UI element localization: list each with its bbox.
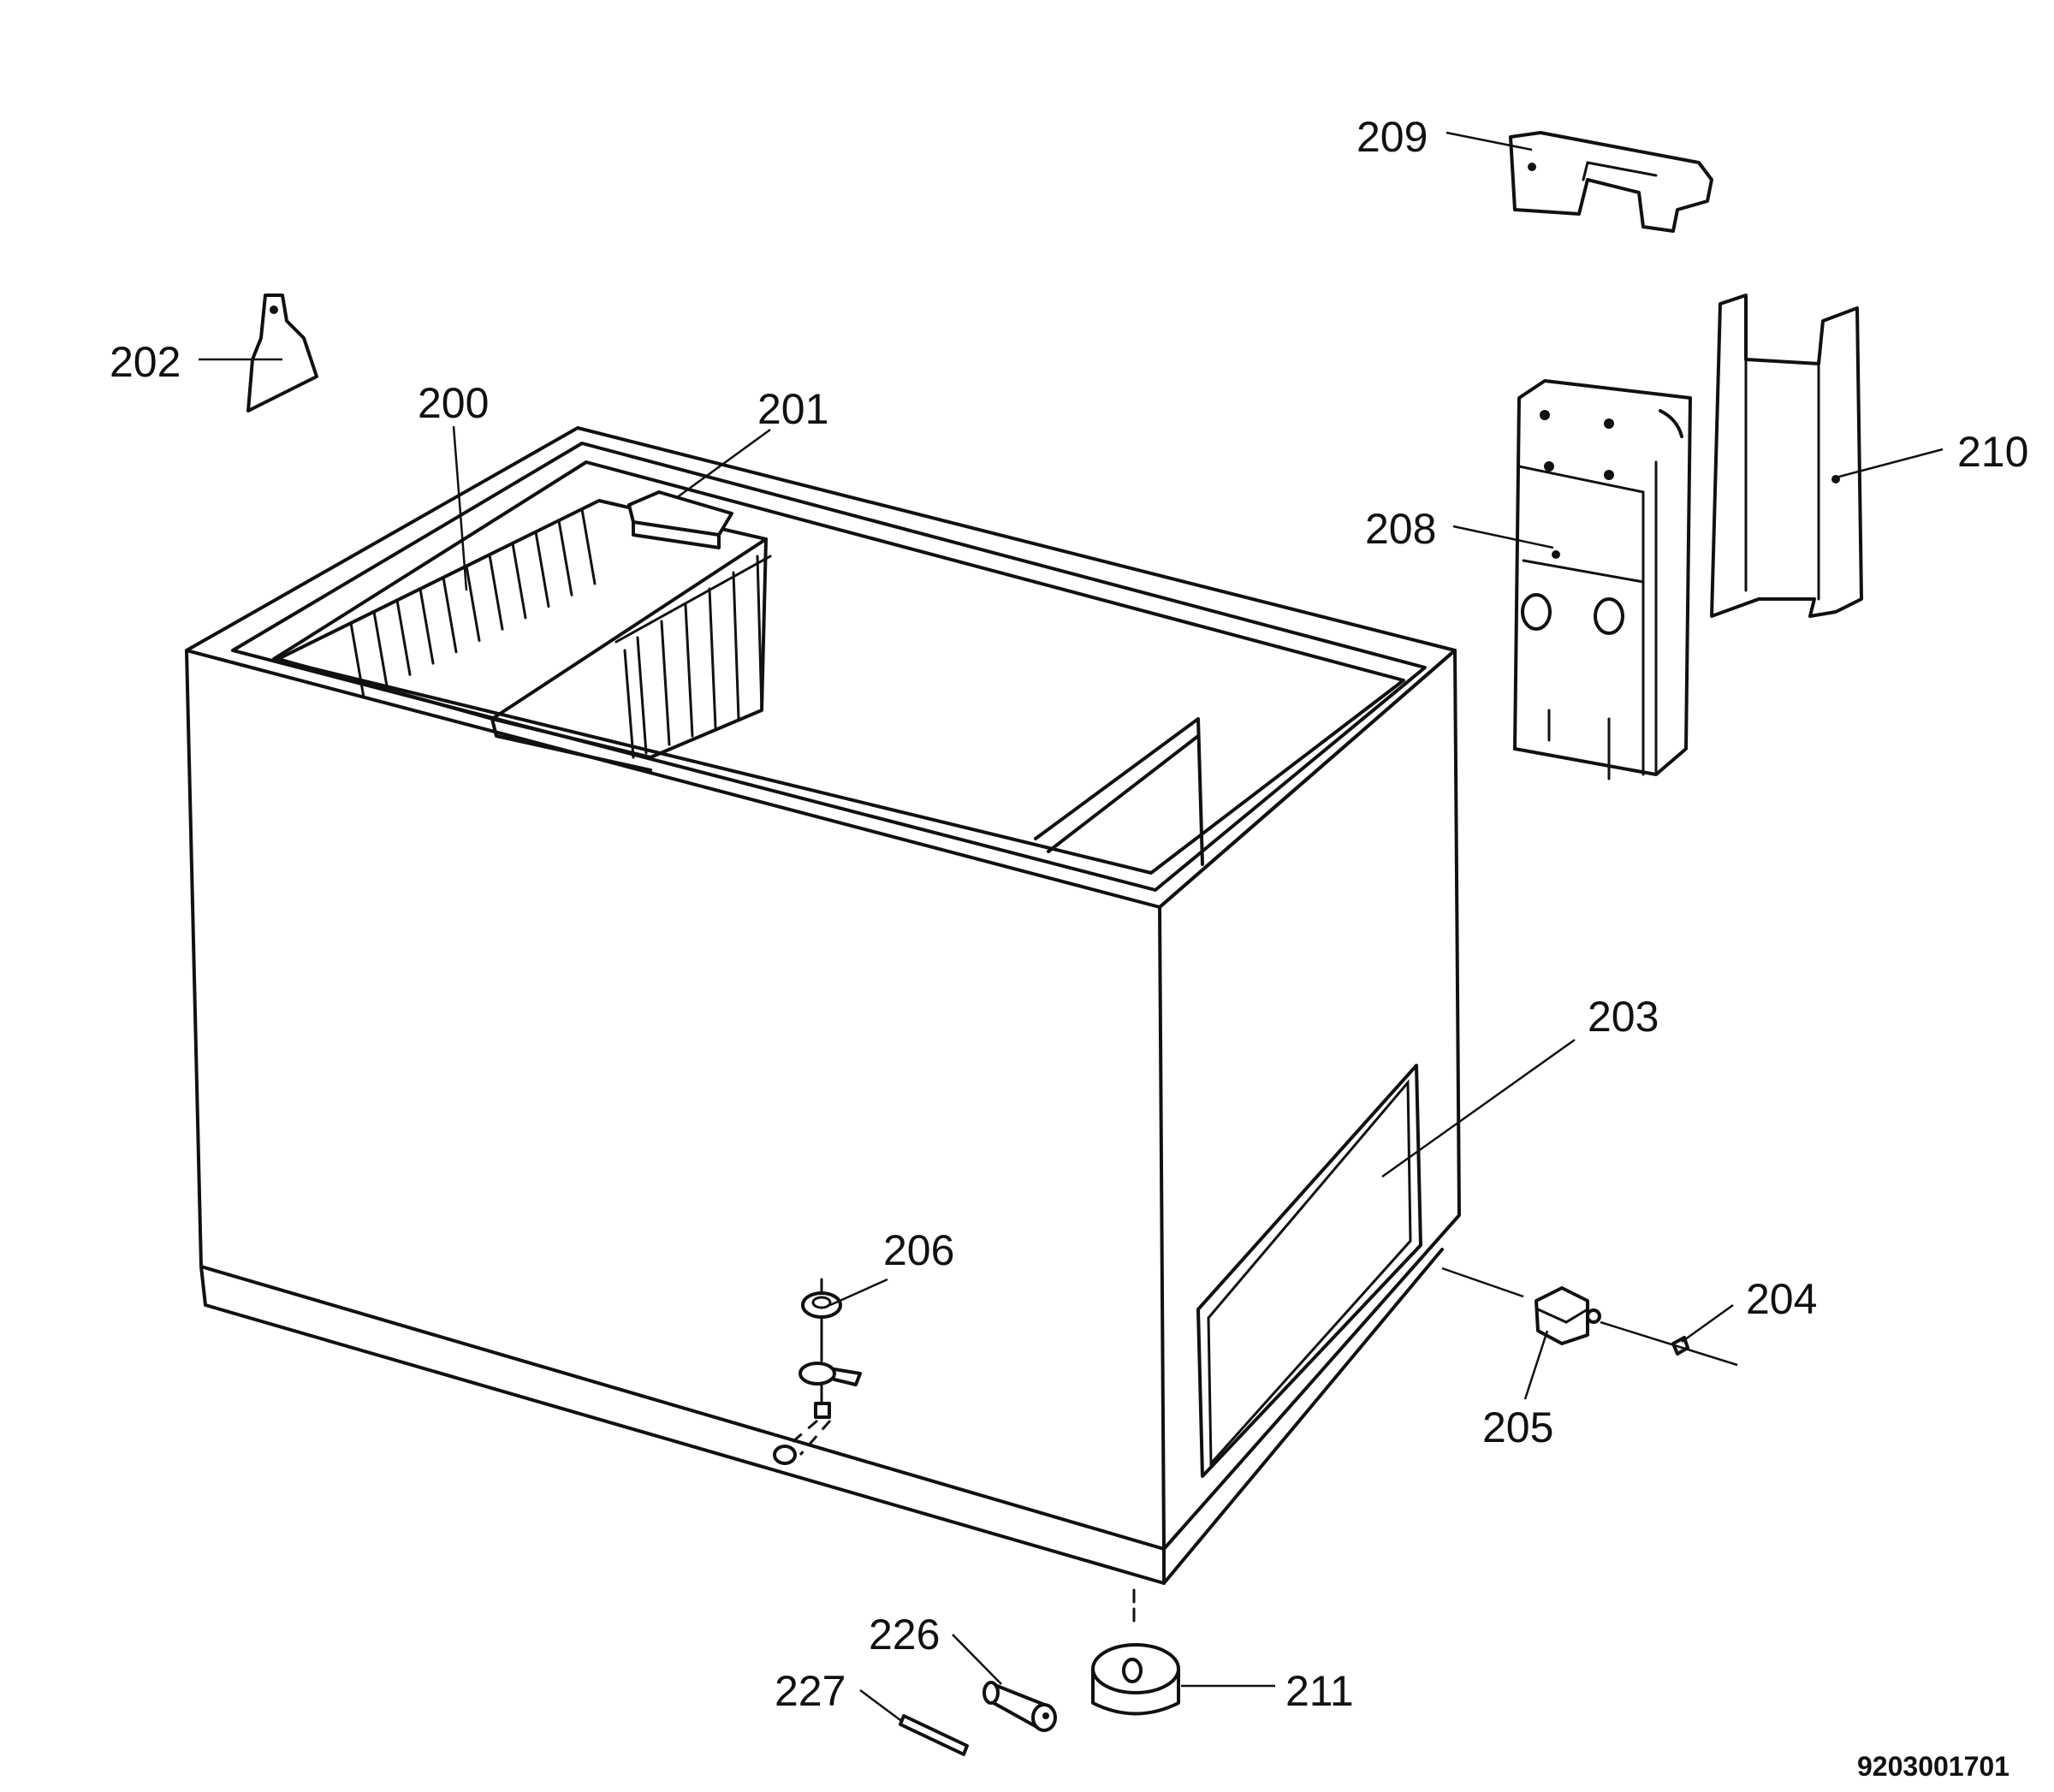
label-209: 209 (1356, 113, 1428, 161)
label-205: 205 (1482, 1403, 1553, 1451)
bracket-202 (246, 294, 318, 412)
basket-wire (636, 636, 648, 755)
label-200: 200 (418, 379, 489, 427)
label-208: 208 (1365, 505, 1436, 553)
basket-wire (442, 576, 458, 654)
label-210: 210 (1957, 428, 2028, 476)
roller-226 (982, 1681, 1057, 1732)
basket-200 (276, 499, 772, 772)
basket-wire (419, 587, 435, 665)
basket-wire (732, 571, 740, 721)
basket-wire (580, 507, 597, 585)
label-203: 203 (1588, 993, 1659, 1041)
document-number: 9203001701 (1857, 1751, 2009, 1782)
basket-wire (708, 587, 717, 729)
basket-wire (511, 542, 527, 620)
screw-204 (1671, 1336, 1689, 1356)
channel-210 (1710, 294, 1863, 618)
basket-wire (465, 565, 481, 642)
label-204: 204 (1746, 1275, 1817, 1323)
part-labels: 209 202 200 201 210 208 203 206 204 205 … (110, 113, 2028, 1782)
foot-211 (1091, 1588, 1180, 1716)
leader-lines (199, 131, 1944, 1722)
basket-wire (756, 555, 763, 712)
label-211: 211 (1285, 1667, 1354, 1715)
handle-201 (627, 490, 733, 549)
housing-208 (1513, 379, 1692, 780)
label-206: 206 (883, 1226, 954, 1274)
basket-wire (488, 553, 504, 631)
basket-wire (395, 598, 412, 676)
basket-wire (557, 519, 573, 596)
basket-wire (660, 620, 671, 746)
drain-plug-206 (773, 1278, 862, 1465)
cover-209 (1509, 131, 1713, 233)
label-202: 202 (110, 338, 181, 386)
pin-227 (899, 1714, 969, 1756)
label-201: 201 (757, 385, 828, 433)
label-226: 226 (869, 1611, 940, 1658)
freezer-cabinet (185, 426, 1461, 1585)
axis-line-205-204 (1441, 1267, 1738, 1367)
basket-wire (534, 531, 550, 608)
label-227: 227 (775, 1667, 846, 1715)
basket-wire (372, 610, 389, 688)
basket-wire (349, 621, 365, 699)
basket-wire (684, 603, 694, 738)
hinge-block-205 (1535, 1286, 1601, 1345)
